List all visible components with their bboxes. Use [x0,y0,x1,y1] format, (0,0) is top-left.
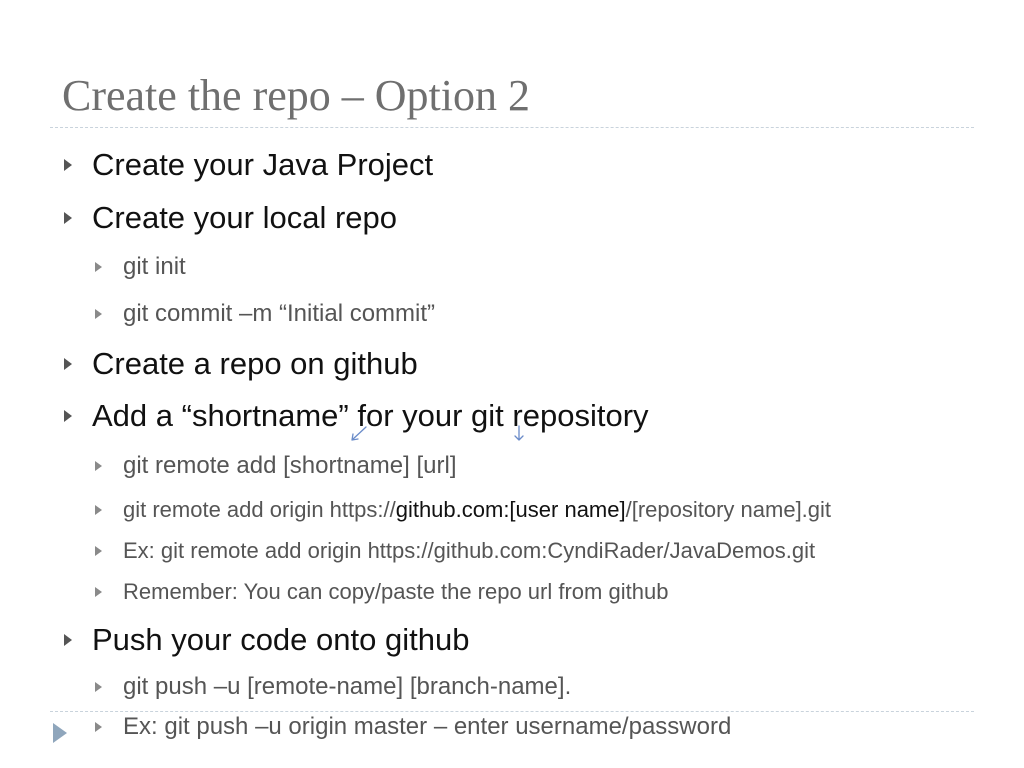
sub-bullet-text: git push –u [remote-name] [branch-name]. [123,673,572,700]
sub-bullet-text: Ex: git push –u origin master – enter us… [123,713,732,740]
sub-bullet-example-push: Ex: git push –u origin master – enter us… [95,710,731,744]
sub-bullet-text: Ex: git remote add origin https://github… [123,538,816,563]
bullet-text: Push your code onto github [92,622,470,657]
bullet-add-shortname: Add a “shortname” for your git repositor… [64,396,649,436]
sub-bullet-git-commit: git commit –m “Initial commit” [95,297,435,331]
url-prefix: git remote add origin https:// [123,497,396,522]
sub-bullet-text: git init [123,253,186,280]
sub-bullet-git-remote-syntax: git remote add [shortname] [url] [95,449,457,483]
bullet-create-repo-github: Create a repo on github [64,344,418,384]
bullet-text: Create your local repo [92,200,397,235]
sub-bullet-git-init: git init [95,250,186,284]
title-divider [50,127,974,128]
bullet-text: Create your Java Project [92,147,434,182]
arrow-down-icon [514,425,524,441]
bullet-text: Create a repo on github [92,346,418,381]
sub-bullet-text: git remote add [shortname] [url] [123,452,457,479]
triangle-bullet-icon [95,722,102,732]
sub-bullet-git-remote-origin: git remote add origin https://github.com… [95,493,831,527]
footer-divider [50,711,974,712]
arrow-down-left-icon [351,426,367,441]
triangle-bullet-icon [95,262,102,272]
triangle-bullet-icon [95,461,102,471]
triangle-bullet-icon [64,159,72,171]
url-host-user: github.com:[user name] [395,497,626,522]
triangle-bullet-icon [95,309,102,319]
bullet-text: Add a “shortname” for your git repositor… [92,398,649,433]
sub-bullet-text: git commit –m “Initial commit” [123,300,436,327]
sub-bullet-remember: Remember: You can copy/paste the repo ur… [95,575,668,609]
slide-title: Create the repo – Option 2 [62,71,530,120]
triangle-bullet-icon [95,587,102,597]
triangle-bullet-icon [64,410,72,422]
triangle-bullet-icon [64,634,72,646]
triangle-bullet-icon [95,682,102,692]
url-repo: /[repository name].git [625,497,832,522]
triangle-bullet-icon [95,546,102,556]
triangle-bullet-icon [95,505,102,515]
sub-bullet-git-push-syntax: git push –u [remote-name] [branch-name]. [95,670,571,704]
sub-bullet-text: git remote add origin https://github.com… [123,497,831,523]
bullet-push-code: Push your code onto github [64,620,469,660]
next-slide-icon[interactable] [53,723,67,743]
bullet-create-java-project: Create your Java Project [64,145,433,185]
triangle-bullet-icon [64,358,72,370]
sub-bullet-example-remote: Ex: git remote add origin https://github… [95,534,815,568]
triangle-bullet-icon [64,212,72,224]
sub-bullet-text: Remember: You can copy/paste the repo ur… [123,579,669,604]
bullet-create-local-repo: Create your local repo [64,198,397,238]
